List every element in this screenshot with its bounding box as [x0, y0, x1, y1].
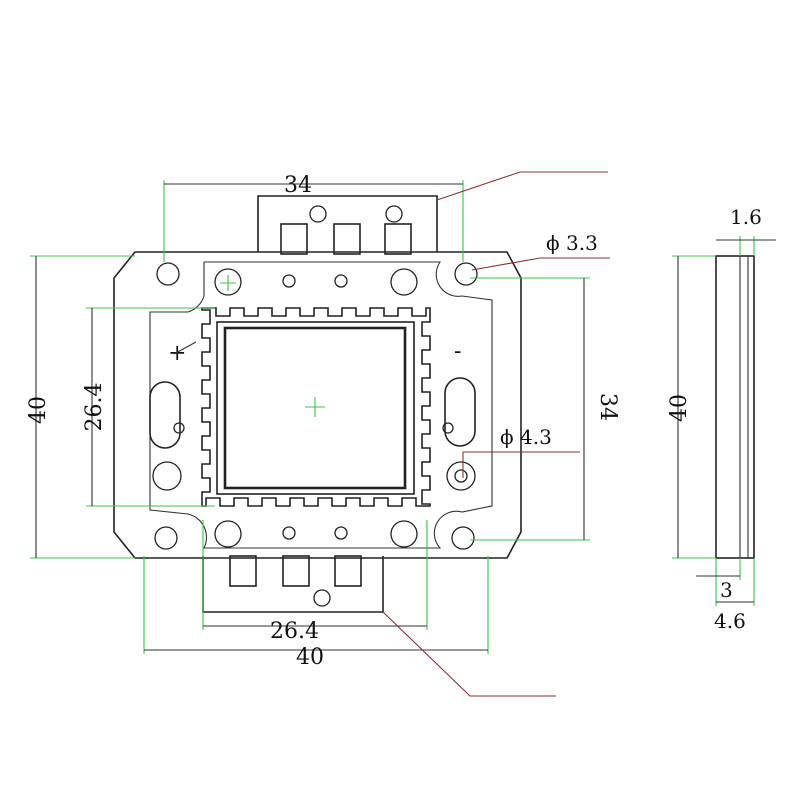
center-mark-hole [220, 275, 236, 291]
center-mark-die [305, 397, 325, 417]
die-frame-inner [216, 321, 415, 495]
base-plate-inner-outline [149, 261, 493, 549]
dim-top-width: 34 [284, 173, 312, 198]
dim-side-total: 4.6 [714, 609, 746, 633]
small-hole-left [173, 422, 185, 434]
plus-pad-line [173, 341, 197, 355]
dim-right-height: 34 [595, 393, 620, 421]
polarity-minus: - [454, 339, 461, 364]
front-view: + - [113, 195, 522, 613]
inner-hole-bottom-right [390, 520, 418, 548]
slot-left [149, 381, 181, 449]
top-pin-3 [384, 223, 412, 255]
small-hole-bottom-1 [282, 526, 296, 540]
dimension-lines [30, 180, 590, 654]
die-frame-outer [201, 307, 431, 507]
corner-hole-bottom-left [154, 526, 178, 550]
leader-lines [382, 171, 610, 697]
dim-side-thickness: 1.6 [730, 205, 762, 229]
led-die [223, 326, 407, 490]
polarity-plus: + [168, 341, 186, 366]
corner-hole-top-left [156, 262, 180, 286]
top-tab-hole-2 [385, 205, 403, 223]
top-pin-2 [333, 223, 361, 255]
dim-hole-small: ϕ 3.3 [546, 231, 598, 255]
bottom-tab-hole [313, 589, 331, 607]
dim-left-inner: 26.4 [82, 383, 107, 432]
top-pin-1 [280, 223, 308, 255]
dim-left-height: 40 [26, 396, 51, 424]
inner-hole-top-right [390, 268, 418, 296]
dim-hole-large: ϕ 4.3 [500, 425, 552, 449]
slot-right [444, 377, 476, 447]
bottom-pin-2 [282, 555, 310, 587]
dim-bottom-outer: 40 [296, 645, 324, 670]
side-hole-left [152, 461, 182, 491]
side-hole-right-center [454, 469, 468, 483]
inner-hole-bottom-left [214, 520, 242, 548]
side-view: 1.6 40 3 4.6 [667, 205, 776, 633]
dim-bottom-inner: 26.4 [270, 619, 319, 644]
corner-hole-bottom-right [451, 526, 475, 550]
dimension-labels: 34 ϕ 3.3 ϕ 4.3 26.4 40 40 26.4 34 [26, 173, 620, 670]
top-terminal-tab [257, 195, 438, 252]
small-hole-bottom-2 [334, 526, 348, 540]
dim-side-base: 3 [720, 578, 733, 602]
bottom-pin-1 [229, 555, 257, 587]
base-plate-outline [113, 251, 522, 559]
small-hole-top-2 [334, 274, 348, 288]
dim-side-height: 40 [667, 394, 692, 422]
corner-hole-top-right [454, 262, 478, 286]
side-body [715, 255, 755, 559]
bottom-pin-3 [334, 555, 362, 587]
small-hole-top-1 [282, 274, 296, 288]
top-tab-hole-1 [309, 205, 327, 223]
